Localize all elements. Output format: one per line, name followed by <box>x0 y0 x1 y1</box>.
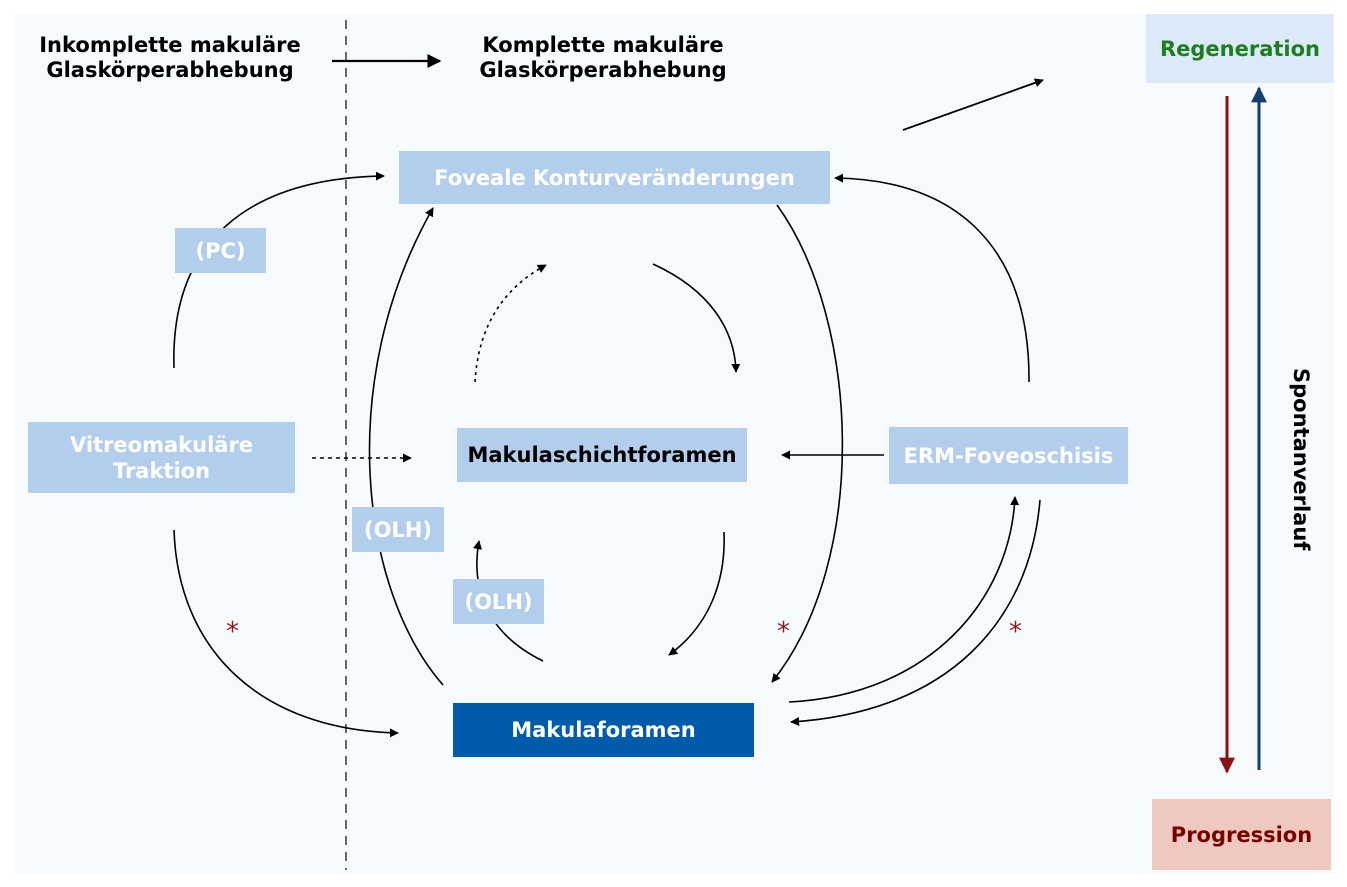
node-macular-hole: Makulaforamen <box>453 703 754 757</box>
header-complete-pvd: Komplette makuläre Glaskörperabhebung <box>479 33 727 82</box>
node-vmt-label: Vitreomakuläre Traktion <box>69 432 254 483</box>
arrow-hole-to-erm <box>788 496 1020 703</box>
label-olh-left-text: (OLH) <box>363 517 432 542</box>
label-olh-center-text: (OLH) <box>464 589 533 614</box>
legend-regeneration: Regeneration <box>1146 14 1334 83</box>
node-vitreomacular-traction: Vitreomakuläre Traktion <box>28 422 295 493</box>
node-erm-label: ERM-Foveoschisis <box>903 443 1114 468</box>
node-macular-hole-label: Makulaforamen <box>511 718 696 742</box>
node-lamellar-hole-label: Makulaschichtforamen <box>467 443 737 467</box>
arrow-lamellar-to-foveal-dashed <box>474 264 547 383</box>
arrow-hole-to-foveal <box>368 207 444 686</box>
arrow-vmt-to-hole <box>173 529 399 738</box>
node-foveal-contour-label: Foveale Konturveränderungen <box>434 165 795 190</box>
star-marker-left: * <box>226 617 239 647</box>
legend-progression-label: Progression <box>1170 822 1313 847</box>
node-lamellar-hole: Makulaschichtforamen <box>457 428 747 482</box>
label-olh-left: (OLH) <box>352 507 444 552</box>
label-pc: (PC) <box>175 228 266 273</box>
star-marker-right: * <box>1009 617 1022 647</box>
header-incomplete-pvd: Inkomplette makuläre Glaskörperabhebung <box>39 33 301 82</box>
label-pc-text: (PC) <box>195 238 246 263</box>
arrow-erm-to-hole <box>790 499 1041 726</box>
arrow-to-regeneration <box>902 78 1044 131</box>
arrow-lamellar-to-hole <box>668 531 725 656</box>
axis-label-spontaneous-course: Spontanverlauf <box>1289 368 1313 551</box>
arrow-vmt-to-foveal <box>173 171 385 369</box>
star-marker-center: * <box>777 617 790 647</box>
arrow-foveal-to-hole <box>771 204 844 683</box>
legend-progression: Progression <box>1152 799 1331 870</box>
arrow-foveal-to-lamellar <box>652 263 741 373</box>
arrow-erm-to-foveal <box>834 173 1030 383</box>
legend-regeneration-label: Regeneration <box>1159 36 1321 61</box>
label-olh-center: (OLH) <box>453 579 544 624</box>
node-erm-foveoschisis: ERM-Foveoschisis <box>889 427 1128 484</box>
node-foveal-contour: Foveale Konturveränderungen <box>399 151 830 204</box>
